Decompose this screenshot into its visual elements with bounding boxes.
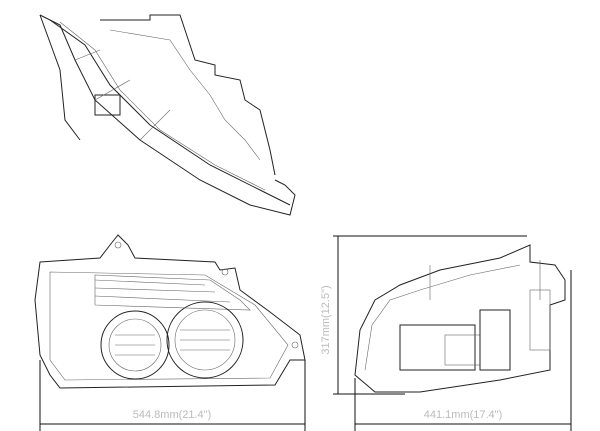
dimension-lines — [39, 235, 572, 431]
front-width-label: 544.8mm(21.4") — [133, 409, 212, 421]
height-label: 317mm(12.5") — [320, 285, 332, 354]
side-width-label: 441.1mm(17.4") — [424, 409, 503, 421]
isometric-view — [39, 14, 296, 216]
side-view — [354, 244, 566, 393]
front-view — [34, 234, 306, 389]
